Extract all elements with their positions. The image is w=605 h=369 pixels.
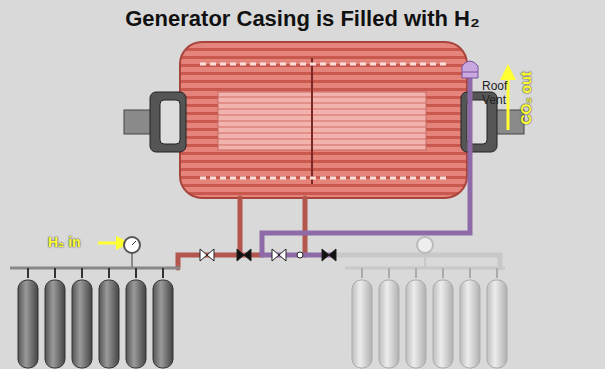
hydrogen-bottles — [10, 237, 180, 268]
valves — [200, 249, 336, 261]
piping — [178, 78, 500, 268]
part-name: Roof Vent — [482, 80, 516, 108]
flow-label: CO₂ out — [518, 72, 534, 125]
shaft-bearings — [124, 92, 524, 152]
flow-label: H₂ in — [48, 234, 81, 250]
gas-cylinders — [352, 268, 507, 368]
diagram-title: Generator Casing is Filled with H₂ — [0, 6, 605, 32]
co2-bottles — [345, 237, 505, 268]
gas-cylinders — [18, 268, 173, 368]
roof-vent — [462, 61, 478, 78]
generator-casing — [180, 42, 467, 198]
